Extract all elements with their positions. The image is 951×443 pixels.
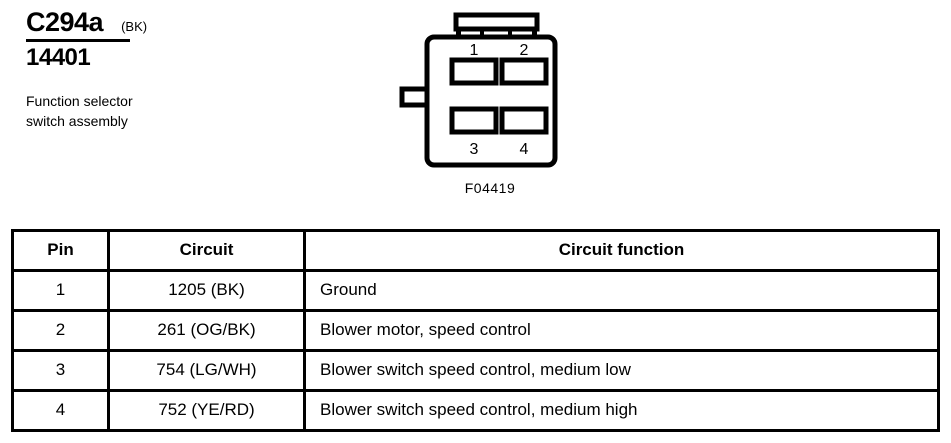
connector-diagram: 1 2 3 4 F04419 [390, 4, 590, 204]
table-body: 1 1205 (BK) Ground 2 261 (OG/BK) Blower … [11, 269, 940, 432]
cell-pin: 1 [11, 269, 110, 312]
table-row: 2 261 (OG/BK) Blower motor, speed contro… [11, 309, 940, 352]
cell-pin: 4 [11, 389, 110, 432]
cell-circuit: 752 (YE/RD) [107, 389, 306, 432]
cell-pin: 3 [11, 349, 110, 392]
table-row: 1 1205 (BK) Ground [11, 269, 940, 312]
connector-figure-code: F04419 [464, 180, 516, 196]
terminal-cavity-4 [499, 106, 549, 135]
cell-circuit-function: Blower switch speed control, medium low [303, 349, 940, 392]
pin-label-2: 2 [520, 42, 529, 59]
cell-circuit-function: Ground [303, 269, 940, 312]
terminal-cavity-3 [449, 106, 499, 135]
pin-label-4: 4 [520, 141, 529, 158]
description-line-1: Function selector [26, 92, 133, 109]
connector-header: C294a (BK) 14401 Function selector switc… [26, 8, 326, 132]
connector-drawing-svg: 1 2 3 4 [399, 12, 558, 168]
connector-id: C294a [26, 7, 104, 37]
locking-tab-bar [453, 12, 540, 32]
table-row: 4 752 (YE/RD) Blower switch speed contro… [11, 389, 940, 432]
description-line-2: switch assembly [26, 113, 128, 130]
connector-id-row: C294a (BK) [26, 7, 326, 37]
cell-circuit-function: Blower switch speed control, medium high [303, 389, 940, 432]
terminal-cavity-2 [499, 57, 549, 86]
table-header: Pin Circuit Circuit function [11, 229, 940, 272]
column-header-circuit: Circuit [107, 229, 306, 272]
connector-body [424, 34, 558, 168]
pin-assignment-table: Pin Circuit Circuit function 1 1205 (BK)… [11, 229, 940, 432]
cell-circuit: 261 (OG/BK) [107, 309, 306, 352]
connector-description: Function selector switch assembly [26, 91, 326, 132]
column-header-circuit-function: Circuit function [303, 229, 940, 272]
column-header-pin: Pin [11, 229, 110, 272]
part-number: 14401 [26, 44, 91, 72]
table-row: 3 754 (LG/WH) Blower switch speed contro… [11, 349, 940, 392]
cell-circuit: 754 (LG/WH) [107, 349, 306, 392]
cell-circuit: 1205 (BK) [107, 269, 306, 312]
pin-label-1: 1 [470, 42, 479, 59]
connector-color-code: (BK) [121, 19, 148, 34]
cell-pin: 2 [11, 309, 110, 352]
cell-circuit-function: Blower motor, speed control [303, 309, 940, 352]
table-header-row: Pin Circuit Circuit function [11, 229, 940, 272]
pin-label-3: 3 [470, 141, 479, 158]
header-underline [26, 39, 130, 43]
terminal-cavity-1 [449, 57, 499, 86]
